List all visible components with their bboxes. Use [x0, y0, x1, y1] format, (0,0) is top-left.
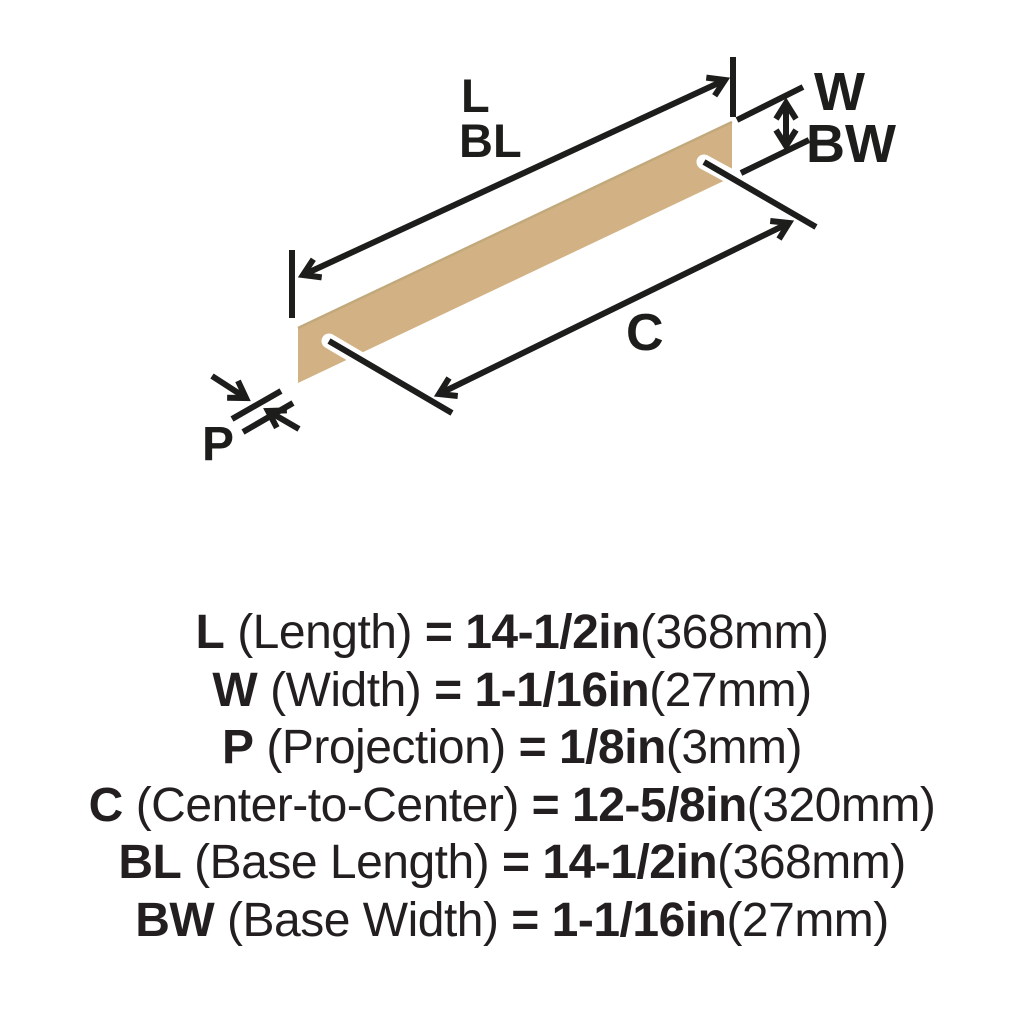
extension-left	[327, 338, 454, 416]
width-dimension: W BW	[735, 62, 896, 176]
spec-value: 14-1/2in	[542, 836, 718, 889]
spec-symbol: W	[212, 663, 258, 717]
spec-equals: =	[511, 893, 539, 947]
length-dimension: L BL	[289, 57, 736, 318]
spec-name: (Length)	[237, 606, 412, 659]
spec-value: 12-5/8in	[572, 778, 747, 832]
spec-metric: (320mm)	[746, 778, 936, 832]
projection-arrow-lower	[263, 407, 301, 432]
projection-face-line-1	[230, 388, 283, 422]
spec-line-projection: P (Projection) = 1/8in(3mm)	[0, 719, 1024, 777]
base-length-label: BL	[459, 114, 522, 167]
base-width-label: BW	[806, 114, 896, 174]
spec-value: 1/8in	[558, 721, 666, 774]
spec-name: (Base Length)	[194, 836, 490, 889]
spec-line-width: W (Width) = 1-1/16in(27mm)	[0, 662, 1024, 720]
tick-bottom	[739, 137, 811, 176]
spec-metric: (27mm)	[649, 663, 812, 717]
spec-symbol: C	[88, 778, 124, 832]
spec-name: (Projection)	[266, 721, 506, 774]
spec-line-base-width: BW (Base Width) = 1-1/16in(27mm)	[0, 892, 1024, 950]
spec-value: 14-1/2in	[465, 606, 640, 659]
spec-metric: (368mm)	[717, 836, 906, 889]
center-arrow	[433, 218, 795, 399]
spec-symbol: P	[221, 721, 254, 774]
spec-metric: (3mm)	[665, 721, 803, 774]
extension-right	[702, 159, 818, 230]
spec-equals: =	[502, 836, 530, 889]
spec-name: (Center-to-Center)	[135, 778, 520, 832]
tick-top	[735, 84, 805, 123]
spec-line-base-length: BL (Base Length) = 14-1/2in(368mm)	[0, 834, 1024, 892]
length-arrow	[297, 74, 731, 281]
spec-value: 1-1/16in	[474, 663, 650, 717]
spec-name: (Base Width)	[227, 893, 499, 947]
width-label: W	[814, 62, 865, 122]
spec-name: (Width)	[270, 663, 422, 717]
projection-dimension: P	[202, 373, 301, 471]
spec-symbol: BL	[118, 836, 182, 889]
length-label: L	[461, 69, 490, 122]
spec-equals: =	[531, 778, 560, 832]
projection-arrow-upper	[210, 373, 251, 402]
spec-symbol: BW	[135, 893, 215, 947]
spec-line-length: L (Length) = 14-1/2in(368mm)	[0, 604, 1024, 662]
spec-equals: =	[424, 606, 453, 659]
center-to-center-label: C	[626, 304, 664, 362]
spec-metric: (368mm)	[639, 606, 829, 659]
spec-symbol: L	[195, 606, 225, 659]
spec-equals: =	[518, 721, 547, 774]
spec-value: 1-1/16in	[551, 893, 727, 947]
center-to-center-dimension: C	[433, 218, 795, 399]
spec-list: L (Length) = 14-1/2in(368mm) W (Width) =…	[0, 604, 1024, 949]
spec-line-center-to-center: C (Center-to-Center) = 12-5/8in(320mm)	[0, 777, 1024, 835]
projection-label: P	[202, 418, 234, 471]
spec-equals: =	[434, 663, 462, 717]
spec-metric: (27mm)	[726, 893, 889, 947]
